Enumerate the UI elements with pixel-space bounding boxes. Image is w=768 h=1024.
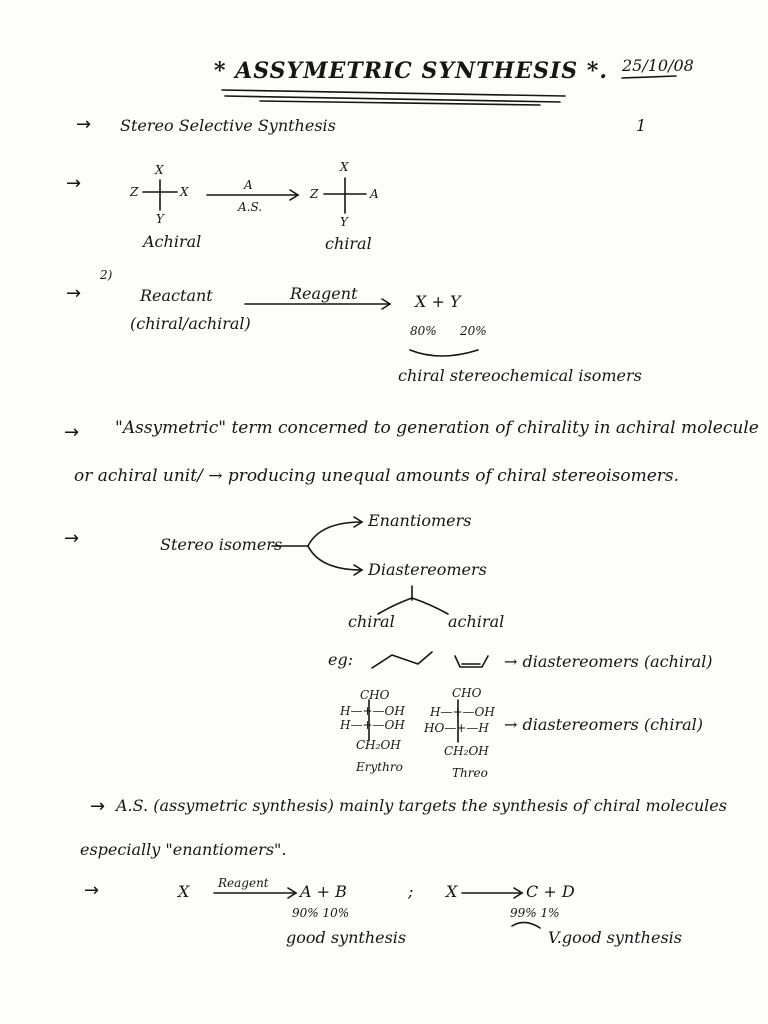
title-underline-2 — [224, 95, 561, 103]
comparison-right-reactant: X — [446, 882, 458, 901]
left-substituent-right: X — [180, 185, 189, 199]
tree-branch-lower — [307, 545, 363, 571]
chiral-subclass: chiral — [348, 612, 395, 631]
erythro-top-group: CHO — [360, 688, 390, 702]
title-underline-1 — [221, 89, 566, 97]
chiral-label: chiral — [325, 234, 372, 253]
bullet-arrow-icon: → — [64, 422, 80, 443]
reactant-label: Reactant — [140, 286, 213, 305]
stereochemical-isomers-note: chiral stereochemical isomers — [398, 366, 642, 385]
page-title: * ASSYMETRIC SYNTHESIS *. — [214, 58, 608, 84]
bullet-arrow-icon: → — [76, 114, 92, 135]
diastereomers-branch: Diastereomers — [368, 560, 487, 579]
split-right — [411, 597, 449, 615]
threo-bottom-group: CH₂OH — [444, 744, 489, 758]
right-substituent-right: A — [370, 187, 379, 201]
comparison-right-arrowhead — [513, 887, 524, 899]
right-substituent-top: X — [340, 160, 349, 174]
bullet-arrow-icon: → — [66, 173, 82, 194]
comparison-left-reagent: Reagent — [218, 876, 269, 890]
scheme1-arrowhead — [289, 189, 300, 201]
as-note-line-1: A.S. (assymetric synthesis) mainly targe… — [116, 796, 727, 815]
comparison-left-percents: 90% 10% — [292, 906, 350, 920]
x-percent: 80% — [410, 324, 437, 338]
chiral-diastereomers-label: → diastereomers (chiral) — [504, 715, 704, 734]
stereoisomers-root: Stereo isomers — [160, 535, 283, 554]
scheme2-reagent: Reagent — [290, 284, 358, 303]
very-good-synthesis-note: V.good synthesis — [548, 928, 682, 947]
comparison-right-percents: 99% 1% — [510, 906, 560, 920]
erythro-row-1: H—+—OH — [340, 704, 405, 718]
percent-brace — [409, 349, 479, 357]
comparison-left-products: A + B — [300, 882, 347, 901]
definition-line-1: "Assymetric" term concerned to generatio… — [115, 418, 759, 438]
erythro-name: Erythro — [356, 760, 403, 774]
title-underline-3 — [259, 100, 541, 106]
cis-alkene — [454, 655, 489, 668]
as-note-line-2: especially "enantiomers". — [80, 840, 287, 859]
achiral-subclass: achiral — [448, 612, 505, 631]
threo-top-group: CHO — [452, 686, 482, 700]
enantiomers-branch: Enantiomers — [368, 511, 472, 530]
comparison-separator: ; — [408, 882, 414, 901]
left-substituent-left: Z — [130, 185, 139, 199]
split-left — [377, 597, 413, 615]
bullet-arrow-icon: → — [90, 796, 106, 817]
left-substituent-bottom: Y — [156, 212, 164, 226]
scheme2-arrowhead — [381, 298, 392, 310]
erythro-bottom-group: CH₂OH — [356, 738, 401, 752]
achiral-label: Achiral — [143, 232, 202, 251]
right-substituent-left: Z — [310, 187, 319, 201]
item-number: 2) — [100, 268, 113, 282]
y-percent: 20% — [460, 324, 487, 338]
scheme1-reagent: A — [244, 178, 253, 192]
right-substituent-bottom: Y — [340, 215, 348, 229]
left-substituent-top: X — [155, 163, 164, 177]
products-x-y: X + Y — [415, 292, 461, 311]
page-date: 25/10/08 — [622, 56, 694, 75]
page-number: 1 — [636, 116, 647, 135]
achiral-diastereomers-label: → diastereomers (achiral) — [504, 652, 713, 671]
tree-branch-upper — [307, 521, 363, 547]
tree-arrowhead-lower — [353, 564, 364, 576]
comparison-left-reactant: X — [178, 882, 190, 901]
date-underline — [621, 75, 677, 79]
definition-line-2: or achiral unit/ → producing unequal amo… — [74, 466, 680, 486]
threo-name: Threo — [452, 766, 488, 780]
bullet-arrow-icon: → — [64, 528, 80, 549]
erythro-row-2: H—+—OH — [340, 718, 405, 732]
threo-row-1: H—+—OH — [430, 705, 495, 719]
bullet-arrow-icon: → — [66, 283, 82, 304]
comparison-right-products: C + D — [526, 882, 575, 901]
stereo-selective-heading: Stereo Selective Synthesis — [120, 116, 336, 135]
comparison-left-arrowhead — [287, 887, 298, 899]
scheme1-condition: A.S. — [238, 200, 263, 214]
threo-row-2: HO—+—H — [424, 721, 489, 735]
tilde-mark — [511, 921, 541, 929]
example-label: eg: — [328, 650, 354, 669]
reactant-subtitle: (chiral/achiral) — [130, 314, 251, 333]
good-synthesis-note: good synthesis — [286, 928, 407, 947]
tree-arrowhead-upper — [353, 516, 364, 528]
bullet-arrow-icon: → — [84, 880, 100, 901]
trans-alkene — [371, 651, 433, 669]
